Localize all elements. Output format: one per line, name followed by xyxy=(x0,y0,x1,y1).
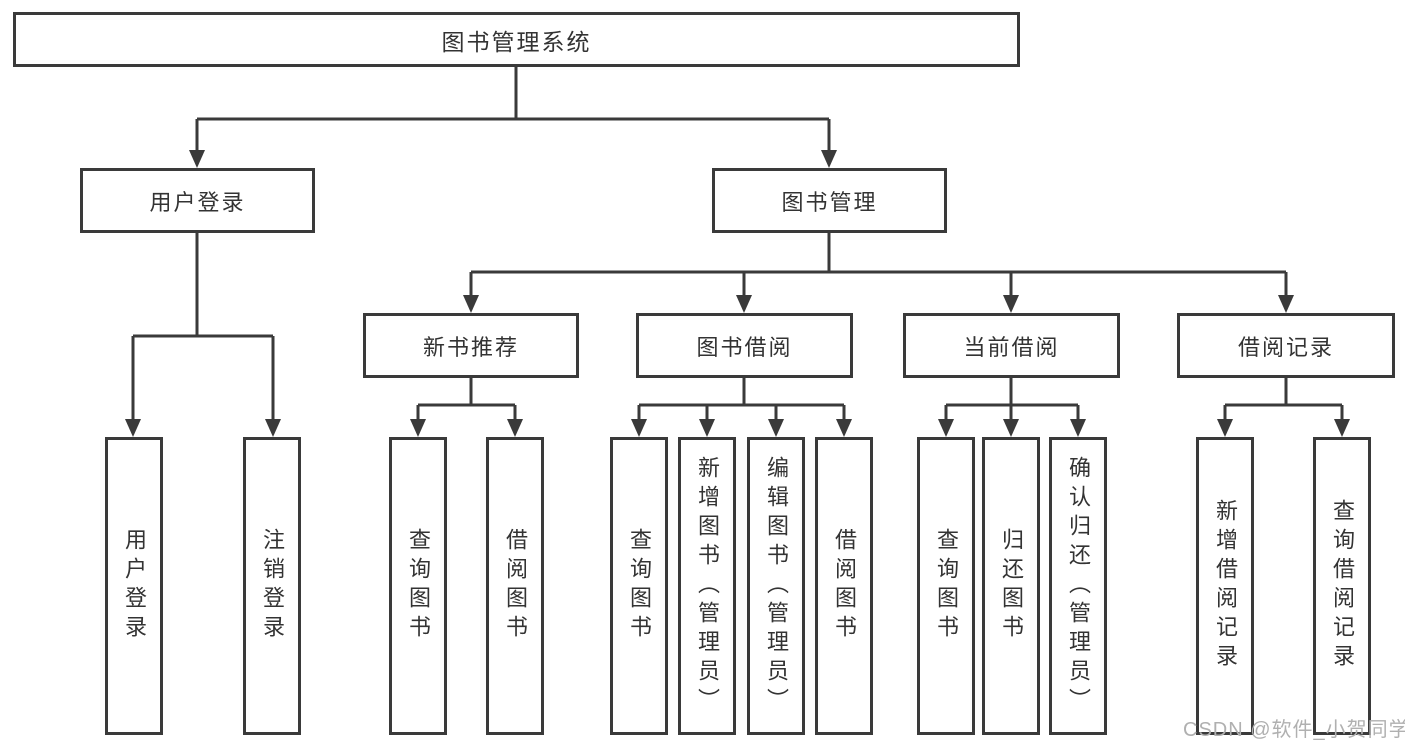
leaf-query-books-recommend: 查询图书 xyxy=(389,437,447,735)
csdn-watermark: CSDN @软件_小贺同学 xyxy=(1183,719,1405,741)
node-label: 图书管理 xyxy=(781,189,878,215)
node-label: 新增借阅记录 xyxy=(1213,499,1238,673)
node-label: 归还图书 xyxy=(999,528,1024,644)
node-book-borrowing: 图书借阅 xyxy=(636,313,853,378)
leaf-edit-books-admin: 编辑图书（管理员） xyxy=(747,437,805,735)
node-label: 借阅图书 xyxy=(832,528,857,644)
node-label: 注销登录 xyxy=(260,528,285,644)
node-label: 借阅图书 xyxy=(503,528,528,644)
node-label: 编辑图书（管理员） xyxy=(764,455,789,717)
leaf-user-login: 用户登录 xyxy=(105,437,163,735)
node-label: 查询图书 xyxy=(627,528,652,644)
node-current-borrowing: 当前借阅 xyxy=(903,313,1120,378)
node-label: 查询图书 xyxy=(406,528,431,644)
leaf-add-borrow-record: 新增借阅记录 xyxy=(1196,437,1254,735)
node-user-login: 用户登录 xyxy=(80,168,315,233)
leaf-query-books-current: 查询图书 xyxy=(917,437,975,735)
node-label: 当前借阅 xyxy=(963,334,1060,360)
leaf-query-borrow-record: 查询借阅记录 xyxy=(1313,437,1371,735)
node-book-management: 图书管理 xyxy=(712,168,947,233)
node-label: 确认归还（管理员） xyxy=(1066,455,1091,717)
leaf-return-books: 归还图书 xyxy=(982,437,1040,735)
leaf-query-books-borrow: 查询图书 xyxy=(610,437,668,735)
node-label: 新增图书（管理员） xyxy=(695,455,720,717)
node-label: 借阅记录 xyxy=(1237,334,1334,360)
leaf-logout: 注销登录 xyxy=(243,437,301,735)
node-label: 用户登录 xyxy=(122,528,147,644)
leaf-add-books-admin: 新增图书（管理员） xyxy=(678,437,736,735)
node-label: 图书借阅 xyxy=(696,334,793,360)
node-label: 图书管理系统 xyxy=(441,28,592,55)
node-label: 用户登录 xyxy=(149,189,246,215)
node-label: 查询借阅记录 xyxy=(1330,499,1355,673)
leaf-confirm-return-admin: 确认归还（管理员） xyxy=(1049,437,1107,735)
leaf-borrow-books: 借阅图书 xyxy=(815,437,873,735)
node-borrowing-records: 借阅记录 xyxy=(1177,313,1395,378)
node-new-book-recommendation: 新书推荐 xyxy=(363,313,579,378)
node-book-management-system: 图书管理系统 xyxy=(13,12,1020,67)
leaf-borrow-books-recommend: 借阅图书 xyxy=(486,437,544,735)
node-label: 查询图书 xyxy=(934,528,959,644)
node-label: 新书推荐 xyxy=(422,334,519,360)
